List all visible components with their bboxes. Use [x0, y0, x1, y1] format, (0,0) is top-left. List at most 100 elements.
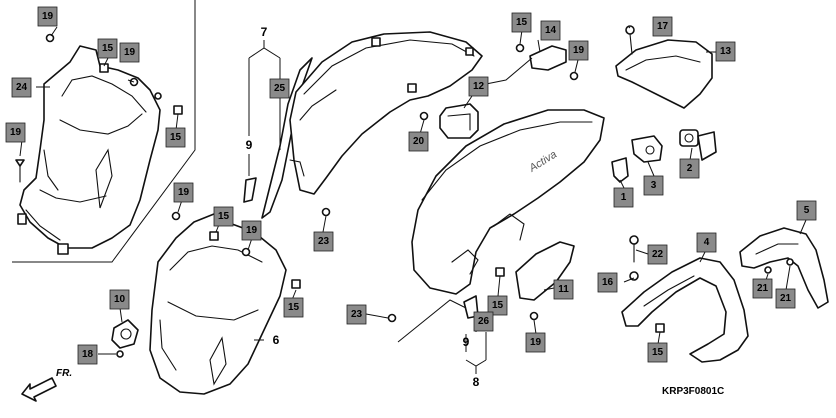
- svg-text:21: 21: [757, 283, 769, 294]
- callout-5: 5: [796, 200, 817, 221]
- part-6-front-cover: [149, 211, 301, 395]
- inset-frame: [12, 0, 196, 263]
- callout-15: 15: [165, 127, 186, 148]
- svg-text:4: 4: [704, 237, 710, 248]
- callout-15: 15: [487, 295, 508, 316]
- callout-10: 10: [109, 289, 130, 310]
- callout-19: 19: [37, 6, 58, 27]
- front-arrow-icon: FR.: [21, 368, 72, 402]
- callout-15: 15: [213, 206, 234, 227]
- part-2-key-set: [679, 129, 717, 161]
- callout-21: 21: [752, 278, 773, 299]
- body-cover-main: Activa: [411, 109, 605, 295]
- callout-3: 3: [643, 175, 664, 196]
- callout-23: 23: [346, 304, 367, 325]
- callout-24: 24: [11, 77, 32, 98]
- svg-text:12: 12: [473, 81, 485, 92]
- diagram-code: KRP3F0801C: [662, 386, 724, 397]
- ref-number-9: 9: [463, 335, 470, 349]
- svg-text:24: 24: [16, 82, 28, 93]
- callout-19: 19: [525, 332, 546, 353]
- part-10-clip: [111, 319, 139, 358]
- svg-text:19: 19: [178, 187, 190, 198]
- callout-19: 19: [568, 40, 589, 61]
- callout-11: 11: [553, 279, 574, 300]
- callout-21: 21: [775, 288, 796, 309]
- ref-number-7: 7: [261, 25, 268, 39]
- part-12-bracket: [419, 103, 479, 139]
- callout-15: 15: [511, 12, 532, 33]
- svg-text:23: 23: [318, 236, 330, 247]
- ref-number-6: 6: [273, 333, 280, 347]
- callout-4: 4: [696, 232, 717, 253]
- side-cover-upper: [289, 31, 483, 195]
- svg-text:19: 19: [42, 11, 54, 22]
- callout-15: 15: [97, 38, 118, 59]
- screw-23-mid: [321, 207, 331, 217]
- callout-2: 2: [679, 158, 700, 179]
- svg-text:10: 10: [114, 294, 126, 305]
- part-1-hook: [611, 157, 629, 183]
- callout-19: 19: [241, 220, 262, 241]
- part-25-trim-strip: [261, 57, 313, 219]
- svg-text:23: 23: [351, 309, 363, 320]
- callout-15: 15: [647, 342, 668, 363]
- svg-text:15: 15: [516, 17, 528, 28]
- callout-15: 15: [283, 297, 304, 318]
- svg-text:1: 1: [621, 192, 627, 203]
- svg-text:19: 19: [10, 127, 22, 138]
- svg-text:15: 15: [288, 302, 300, 313]
- callout-18: 18: [77, 344, 98, 365]
- svg-text:14: 14: [545, 25, 557, 36]
- svg-text:25: 25: [274, 83, 286, 94]
- svg-text:26: 26: [478, 316, 490, 327]
- callout-13: 13: [715, 41, 736, 62]
- ref-number-9: 9: [246, 138, 253, 152]
- part-4-grab-rail: [621, 235, 749, 363]
- svg-text:19: 19: [530, 337, 542, 348]
- callout-25: 25: [269, 78, 290, 99]
- svg-text:16: 16: [602, 277, 614, 288]
- svg-text:22: 22: [652, 249, 664, 260]
- callout-19: 19: [5, 122, 26, 143]
- clip-15-low: [495, 267, 505, 277]
- callout-17: 17: [652, 16, 673, 37]
- part-24-inner-cover: [17, 45, 161, 255]
- svg-text:3: 3: [651, 180, 657, 191]
- svg-text:21: 21: [780, 293, 792, 304]
- leader-lines: [19, 25, 807, 374]
- svg-text:19: 19: [124, 47, 136, 58]
- screw-23-low: [387, 313, 397, 323]
- reference-numbers: 7 9 6 9 8: [246, 25, 480, 389]
- svg-text:15: 15: [492, 300, 504, 311]
- callout-19: 19: [173, 182, 194, 203]
- ref-number-8: 8: [473, 375, 480, 389]
- svg-text:20: 20: [413, 136, 425, 147]
- part-5-rear-bracket: [739, 227, 829, 309]
- callout-12: 12: [468, 76, 489, 97]
- part-11-small-cover: [515, 241, 575, 321]
- svg-text:2: 2: [687, 163, 693, 174]
- callout-23: 23: [313, 231, 334, 252]
- callout-14: 14: [540, 20, 561, 41]
- svg-text:15: 15: [102, 43, 114, 54]
- part-9-strip-upper: [243, 177, 257, 203]
- callout-19: 19: [119, 42, 140, 63]
- svg-text:17: 17: [657, 21, 669, 32]
- svg-text:15: 15: [218, 211, 230, 222]
- svg-text:18: 18: [82, 349, 94, 360]
- svg-text:11: 11: [558, 284, 569, 295]
- callout-1: 1: [613, 187, 634, 208]
- callout-22: 22: [647, 244, 668, 265]
- svg-text:19: 19: [573, 45, 585, 56]
- callouts: 19 15 19 24 15 19 25 23 19 15 19 15 10 1…: [5, 6, 817, 365]
- svg-text:5: 5: [804, 205, 810, 216]
- part-13-cover: [615, 25, 713, 109]
- svg-text:19: 19: [246, 225, 258, 236]
- callout-16: 16: [597, 272, 618, 293]
- callout-26: 26: [473, 311, 494, 332]
- part-3-latch: [631, 135, 663, 163]
- svg-text:15: 15: [170, 132, 182, 143]
- part-14-clip: [515, 43, 579, 81]
